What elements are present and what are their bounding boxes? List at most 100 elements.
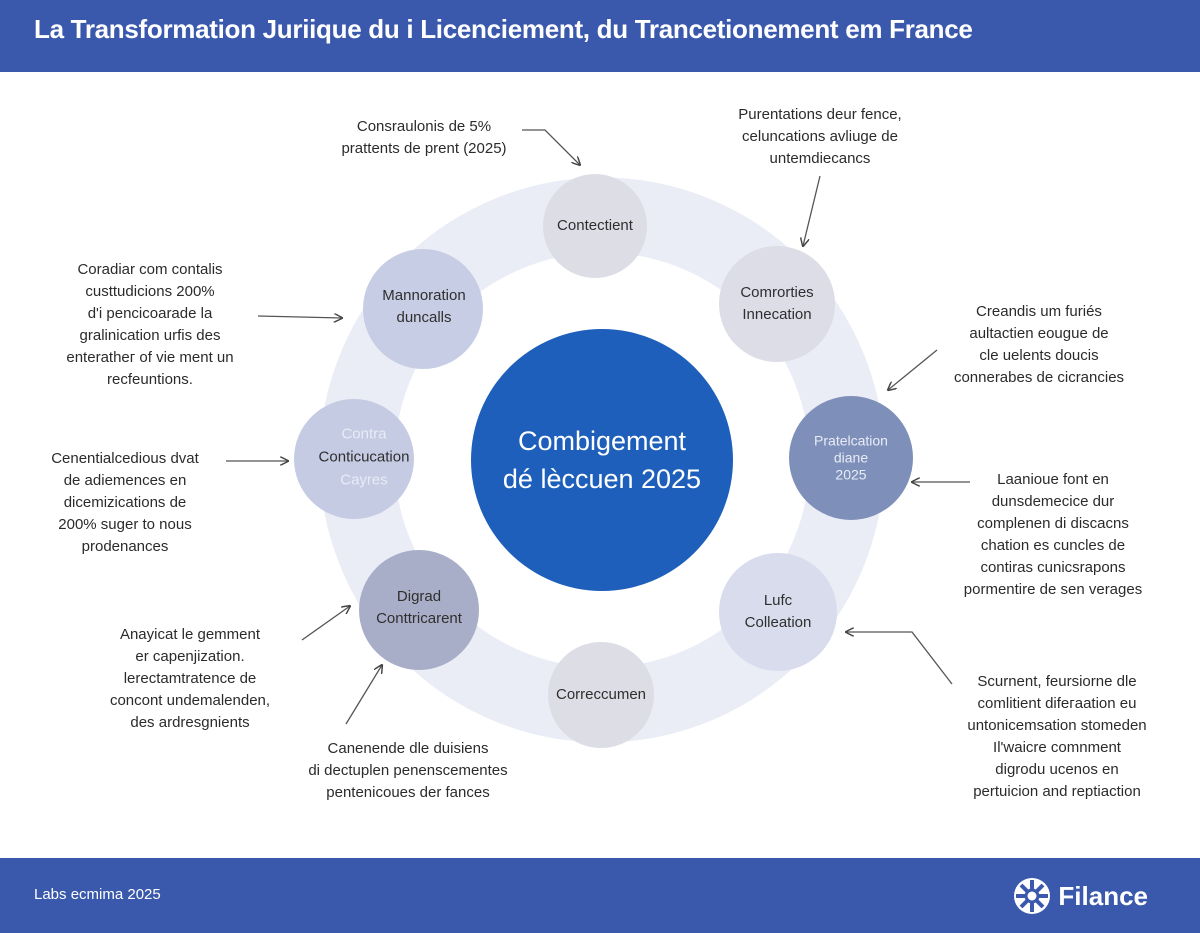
node-right — [789, 396, 913, 520]
annotation-left-upper-line-4: gralinication urfis des — [79, 327, 221, 344]
brand-emblem-icon — [1014, 878, 1051, 914]
hub-label: Combigement dé lèccuen 2025 — [503, 422, 701, 498]
annotation-right-middle-line-1: Laanioue font en — [997, 471, 1109, 488]
annotation-left-upper-line-6: recfeuntions. — [107, 371, 193, 388]
node-left — [294, 399, 414, 519]
footer-bar: Labs ecmima 2025 Filance — [0, 858, 1200, 933]
annotation-right-middle-line-3: complenen di discacns — [977, 515, 1129, 532]
node-bottom — [548, 642, 654, 748]
node-bottom-line-1: Correccumen — [555, 686, 647, 703]
node-top-right-line-2: Innecation — [742, 306, 812, 323]
arrow-top-right — [803, 175, 821, 246]
annotation-right-lower-line-4: Il'waicre comnment — [993, 739, 1121, 756]
node-left-label: Contra Conticucation Cayres — [319, 423, 410, 492]
annotation-left-lower-line-3: lerectamtratence de — [123, 670, 257, 687]
hub-line-1: Combigement — [517, 426, 687, 456]
annotation-right-lower-line-1: Scurnent, feursiorne dle — [977, 673, 1137, 690]
annotation-bottom-center-line-3: pentenicoues der fances — [326, 784, 490, 801]
annotation-bottom-center-line-2: di dectuplen penenscementes — [308, 762, 508, 779]
annotation-left-middle-line-5: prodenances — [81, 538, 169, 555]
annotation-left-lower-line-5: des ardresgnients — [130, 714, 250, 731]
annotation-left-middle-line-2: de adiemences en — [63, 472, 187, 489]
annotation-right-lower: Scurnent, feursiorne dle comlitient dife… — [967, 671, 1146, 803]
annotation-right-upper-line-3: cle uelents doucis — [979, 347, 1099, 364]
annotation-right-lower-line-5: digrodu ucenos en — [995, 761, 1119, 778]
node-top-right — [719, 246, 835, 362]
node-top-left-line-1: Mannoration — [382, 287, 466, 304]
annotation-top-center: Consraulonis de 5% prattents de prent (2… — [341, 116, 506, 160]
node-bottom-right-line-1: Lufc — [763, 592, 793, 609]
node-bottom-label: Correccumen — [556, 684, 646, 706]
node-left-line-1: Contra — [341, 425, 387, 443]
node-bottom-right-label: Lufc Colleation — [745, 590, 812, 634]
annotation-top-center-line-1: Consraulonis de 5% — [356, 118, 492, 135]
arrow-bottom-center — [345, 665, 382, 725]
annotation-left-lower-line-2: er capenjization. — [135, 648, 245, 665]
footer-text: Labs ecmima 2025 — [34, 886, 161, 903]
node-right-label: Pratelcation diane 2025 — [814, 433, 888, 484]
header-bar: La Transformation Juriique du i Licencie… — [0, 0, 1200, 72]
annotation-right-upper-line-1: Creandis um furiés — [976, 303, 1102, 320]
node-bottom-left-label: Digrad Conttricarent — [376, 586, 462, 630]
annotation-right-middle-line-6: pormentire de sen verages — [963, 581, 1143, 598]
annotation-left-upper-line-5: enteratheг of vie ment un — [66, 349, 234, 366]
node-left-line-3: Cayres — [340, 471, 388, 489]
annotation-top-right-line-2: celuncations avliuge de — [742, 128, 898, 145]
annotation-bottom-center: Canenende dle duisiens di dectuplen pene… — [308, 738, 507, 804]
brand-logo[interactable]: Filance — [1012, 876, 1148, 916]
arrow-left-lower — [301, 606, 350, 641]
annotation-right-upper-line-4: connerabes de cicrancies — [953, 369, 1125, 386]
annotation-right-lower-line-3: untonicemsation stomeden — [967, 717, 1147, 734]
node-bottom-right-line-2: Colleation — [744, 614, 812, 631]
node-bottom-right — [719, 553, 837, 671]
node-top-right-line-1: Comrorties — [740, 284, 814, 301]
annotation-right-middle-line-4: chation es cuncles de — [980, 537, 1126, 554]
node-top-label: Contectient — [557, 215, 633, 237]
annotation-left-upper-line-1: Coradiar com contalis — [77, 261, 223, 278]
annotation-right-middle-line-2: dunsdemecice dur — [991, 493, 1115, 510]
annotation-right-middle: Laanioue font en dunsdemecice dur comple… — [964, 469, 1142, 601]
node-bottom-left — [359, 550, 479, 670]
brand-name: Filance — [1058, 880, 1148, 911]
node-left-line-2: Conticucation — [318, 448, 410, 466]
arrow-right-upper — [888, 349, 938, 390]
annotation-bottom-center-line-1: Canenende dle duisiens — [327, 740, 489, 757]
node-right-line-3: 2025 — [835, 466, 867, 483]
node-top-left-label: Mannoration duncalls — [382, 285, 465, 329]
node-top-left — [363, 249, 483, 369]
annotation-left-lower-line-4: concont undemalenden, — [109, 692, 271, 709]
node-top — [543, 174, 647, 278]
annotation-right-upper-line-2: aultactien eougue de — [969, 325, 1109, 342]
annotation-left-upper: Coradiar com contalis custtudicions 200%… — [66, 259, 233, 391]
annotation-top-right-line-3: untemdiecancs — [769, 150, 871, 167]
node-top-left-line-2: duncalls — [396, 309, 452, 326]
annotation-left-middle-line-3: dicemizications de — [63, 494, 187, 511]
annotation-top-right: Purentations deur fence, celuncations av… — [738, 104, 901, 170]
annotation-left-upper-line-2: custtudicions 200% — [85, 283, 215, 300]
hub-line-2: dé lèccuen 2025 — [502, 464, 702, 494]
node-right-line-1: Pratelcation — [814, 432, 888, 449]
annotation-left-lower-line-1: Anayicat le gemment — [119, 626, 261, 643]
annotation-left-middle: Cenentialcedious dvat de adiemences en d… — [51, 448, 199, 558]
node-bottom-left-line-1: Digrad — [396, 588, 442, 605]
annotation-left-upper-line-3: d'i pencicoarade la — [87, 305, 213, 322]
node-top-right-label: Comrorties Innecation — [740, 282, 813, 326]
page-title: La Transformation Juriique du i Licencie… — [34, 14, 973, 44]
annotation-top-right-line-1: Purentations deur fence, — [738, 106, 902, 123]
annotation-left-middle-line-4: 200% suger to nous — [58, 516, 192, 533]
annotation-right-middle-line-5: contiras cunicsrapons — [980, 559, 1126, 576]
hub-circle — [471, 329, 733, 591]
annotation-left-lower: Anayicat le gemment er capenjization. le… — [110, 624, 270, 734]
annotation-right-lower-line-2: comlitient difeгaation eu — [977, 695, 1137, 712]
arrow-top-center — [522, 129, 580, 165]
arrow-right-lower — [846, 632, 953, 685]
annotation-top-center-line-2: prattents de prent (2025) — [341, 140, 507, 157]
arrow-left-upper — [257, 316, 342, 318]
node-bottom-left-line-2: Conttricarent — [376, 610, 462, 627]
node-right-line-2: diane — [833, 449, 869, 466]
annotation-right-upper: Creandis um furiés aultactien eougue de … — [954, 301, 1124, 389]
annotation-left-middle-line-1: Cenentialcedious dvat — [51, 450, 199, 467]
node-top-line-1: Contectient — [557, 217, 633, 234]
annotation-right-lower-line-6: pertuicion and reptiaction — [973, 783, 1141, 800]
